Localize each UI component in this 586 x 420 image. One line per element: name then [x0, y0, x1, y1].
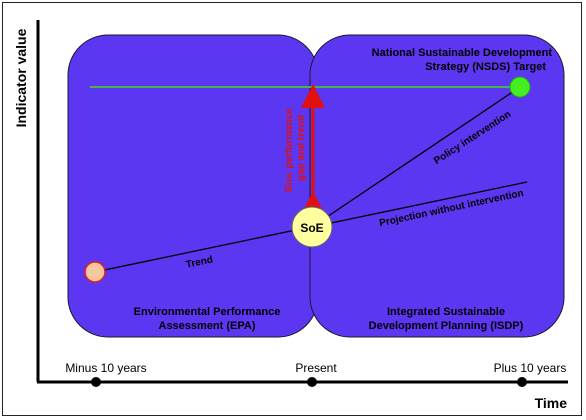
target-label-2: Strategy (NSDS) Target — [425, 61, 546, 73]
target-label-1: National Sustainable Development — [372, 47, 553, 59]
isdp-caption-1: Integrated Sustainable — [387, 306, 505, 318]
target-point — [509, 76, 531, 98]
x-axis-label: Time — [535, 395, 568, 411]
gap-label-1: Env. performance — [284, 108, 295, 192]
tick-plus-10 — [517, 377, 527, 387]
soe-node — [291, 206, 333, 248]
tick-label-minus-10: Minus 10 years — [65, 361, 146, 375]
projection-line — [311, 181, 528, 228]
tick-label-plus-10: Plus 10 years — [494, 361, 567, 375]
tick-present — [307, 377, 317, 387]
tick-minus-10 — [91, 377, 101, 387]
gap-label-2: gap and trend — [296, 115, 307, 181]
y-axis-label: Indicator value — [13, 28, 29, 127]
epa-caption-2: Assessment (EPA) — [159, 320, 256, 332]
epa-caption-1: Environmental Performance — [134, 306, 281, 318]
isdp-caption-2: Development Planning (ISDP) — [369, 320, 524, 332]
panel-epa — [67, 34, 319, 338]
trend-line — [94, 226, 311, 273]
soe-label: SoE — [300, 221, 323, 235]
start-point — [84, 261, 106, 283]
tick-label-present: Present — [295, 361, 337, 375]
policy-line — [311, 86, 521, 228]
diagram-frame — [2, 2, 582, 416]
